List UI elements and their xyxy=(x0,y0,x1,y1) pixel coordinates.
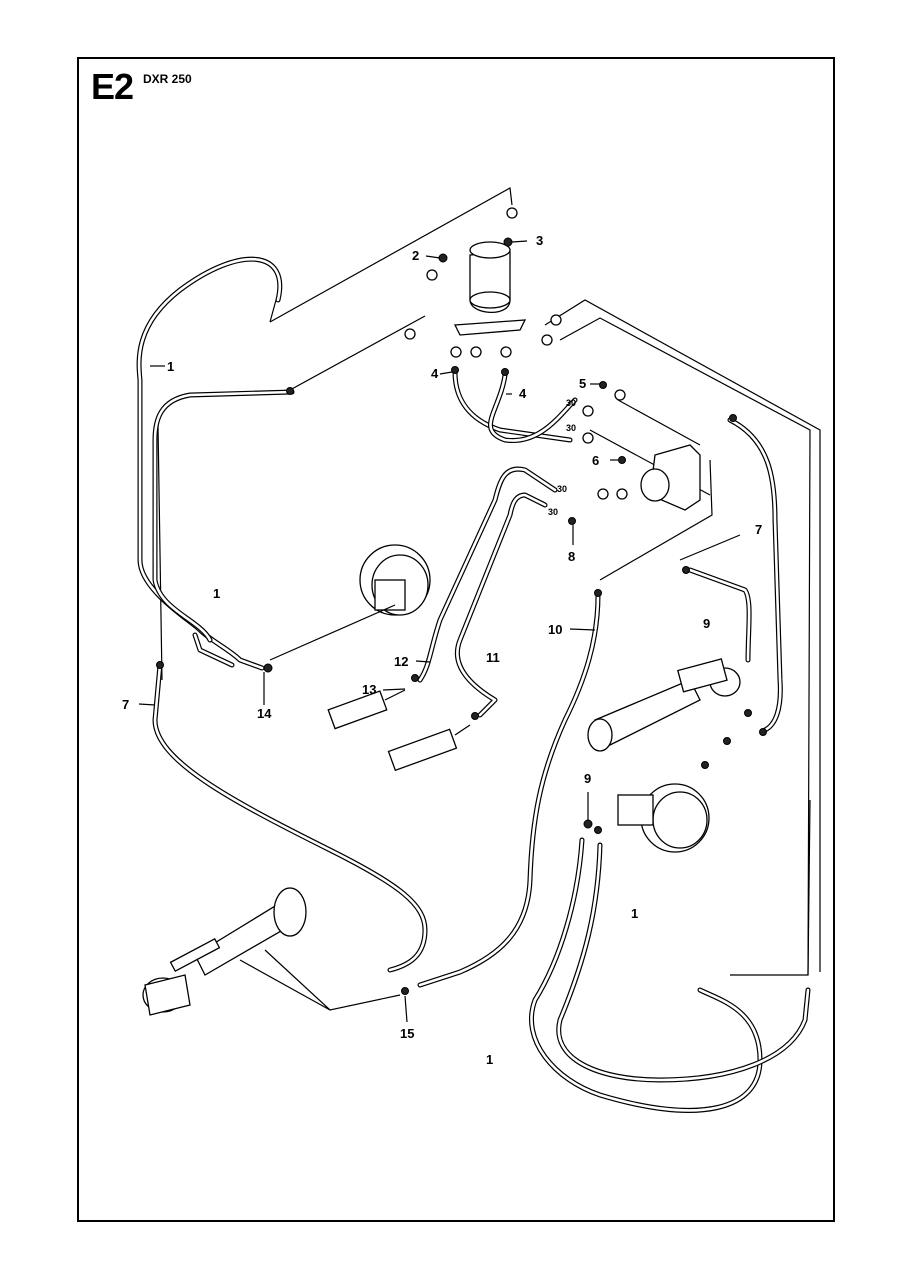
hoses xyxy=(136,256,811,1113)
callout-7-right: 7 xyxy=(755,522,762,537)
callout-1-mid-left: 1 xyxy=(213,586,220,601)
fitting-marks: 30 30 30 30 xyxy=(548,398,576,517)
callout-1-bottom: 1 xyxy=(486,1052,493,1067)
callout-13: 13 xyxy=(362,682,376,697)
pump-unit xyxy=(404,207,562,376)
callout-15: 15 xyxy=(400,1026,414,1041)
callout-7-left: 7 xyxy=(122,697,129,712)
callouts: 1 1 1 1 2 3 4 4 5 6 7 7 8 9 9 10 11 12 1… xyxy=(122,233,762,1067)
callout-9-right: 9 xyxy=(703,616,710,631)
callout-14: 14 xyxy=(257,706,272,721)
callout-1-upper-left: 1 xyxy=(167,359,174,374)
callout-11: 11 xyxy=(486,650,500,665)
section-code: E2 xyxy=(91,66,134,107)
model-label: DXR 250 xyxy=(143,72,192,86)
fitting-mark-30: 30 xyxy=(566,423,576,433)
page-frame xyxy=(77,57,835,1222)
fitting-mark-30: 30 xyxy=(566,398,576,408)
cylinder-right xyxy=(587,658,741,752)
cylinder-small-1 xyxy=(327,689,406,730)
callout-2: 2 xyxy=(412,248,419,263)
cylinder-bottom-left xyxy=(142,887,307,1016)
callout-3: 3 xyxy=(536,233,543,248)
fitting-mark-30: 30 xyxy=(548,507,558,517)
callout-4-right: 4 xyxy=(519,386,527,401)
callout-10: 10 xyxy=(548,622,562,637)
callout-5: 5 xyxy=(579,376,586,391)
callout-9-bottom: 9 xyxy=(584,771,591,786)
callout-4-left: 4 xyxy=(431,366,439,381)
callout-leaders xyxy=(138,240,618,1023)
motor-top xyxy=(269,544,431,661)
callout-1-right: 1 xyxy=(631,906,638,921)
callout-6: 6 xyxy=(592,453,599,468)
fitting-mark-30: 30 xyxy=(557,484,567,494)
valve-block xyxy=(568,381,701,525)
callout-8: 8 xyxy=(568,549,575,564)
callout-12: 12 xyxy=(394,654,408,669)
motor-bottom xyxy=(617,783,710,853)
fittings xyxy=(156,387,767,995)
cylinder-small-2 xyxy=(387,724,471,772)
